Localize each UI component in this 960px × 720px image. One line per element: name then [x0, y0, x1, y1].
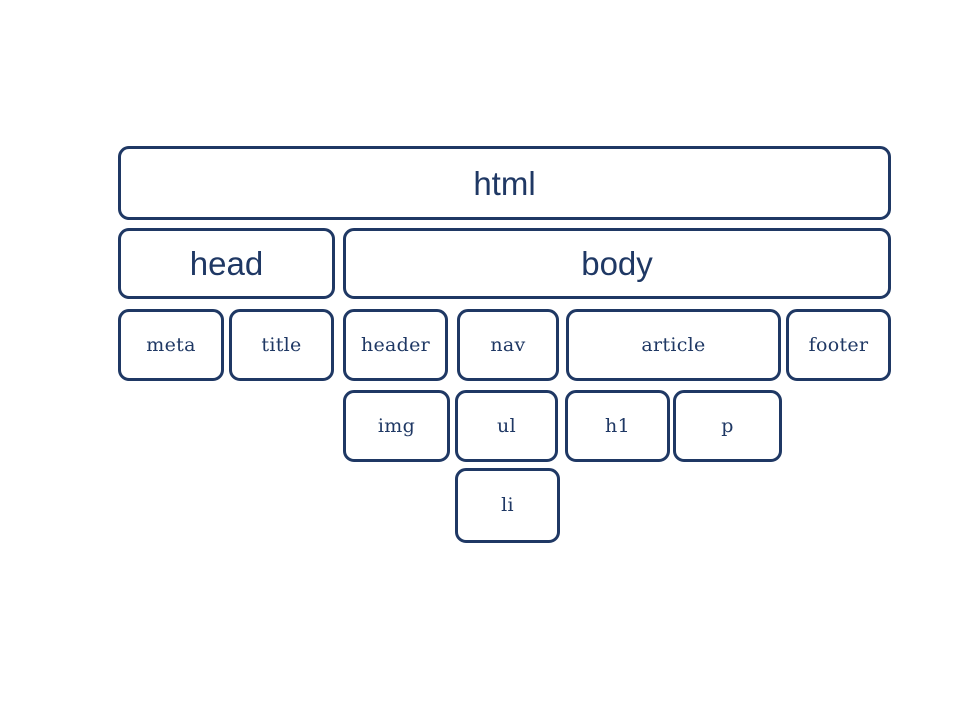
node-header: header: [343, 309, 448, 381]
node-h1: h1: [565, 390, 670, 462]
node-body-label: body: [581, 245, 653, 282]
node-footer-label: footer: [808, 333, 869, 356]
node-nav-label: nav: [490, 333, 526, 356]
node-ul-label: ul: [497, 414, 516, 437]
node-img: img: [343, 390, 450, 462]
node-meta-label: meta: [146, 333, 196, 356]
node-h1-label: h1: [605, 414, 630, 437]
node-html: html: [118, 146, 891, 220]
node-head: head: [118, 228, 335, 299]
node-article: article: [566, 309, 781, 381]
node-footer: footer: [786, 309, 891, 381]
node-ul: ul: [455, 390, 558, 462]
node-li: li: [455, 468, 560, 543]
node-article-label: article: [641, 333, 706, 356]
node-p-label: p: [721, 414, 734, 437]
node-img-label: img: [377, 414, 416, 437]
node-title: title: [229, 309, 334, 381]
node-meta: meta: [118, 309, 224, 381]
node-body: body: [343, 228, 891, 299]
node-header-label: header: [360, 333, 431, 356]
node-p: p: [673, 390, 782, 462]
node-nav: nav: [457, 309, 559, 381]
node-html-label: html: [473, 164, 536, 202]
node-li-label: li: [501, 494, 514, 516]
node-head-label: head: [189, 245, 264, 282]
node-title-label: title: [261, 333, 302, 356]
